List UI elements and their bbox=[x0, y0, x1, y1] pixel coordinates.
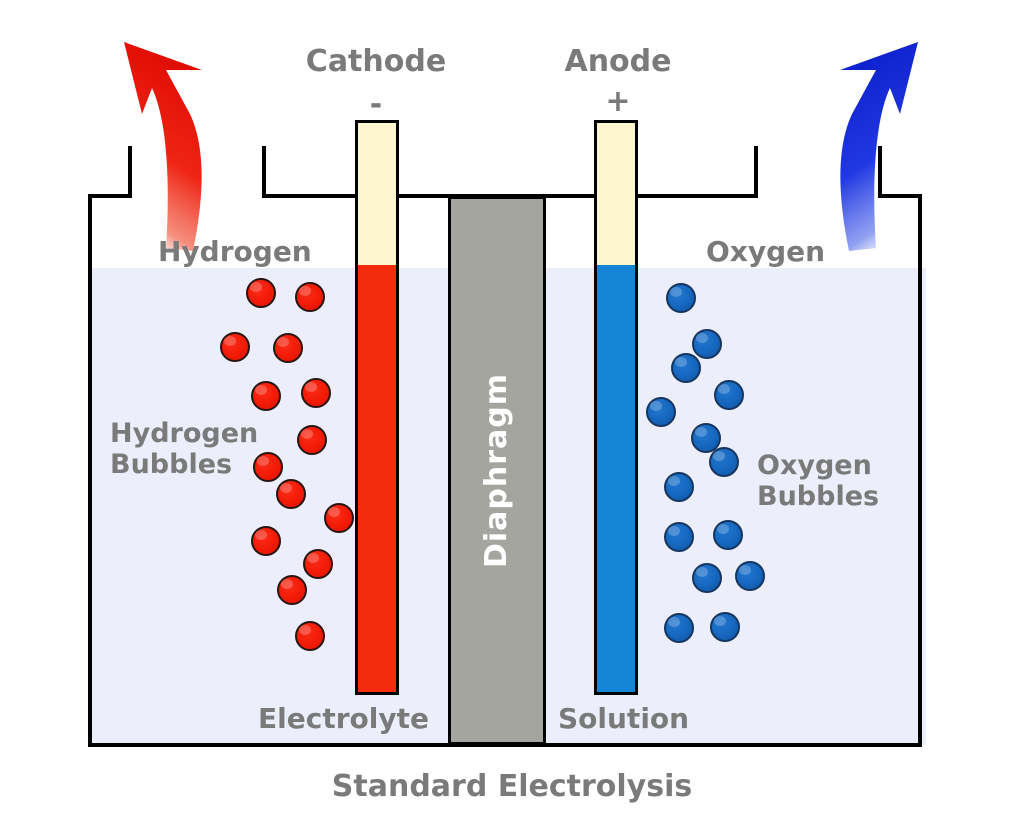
diaphragm: Diaphragm bbox=[448, 196, 546, 745]
tank-left-shelf bbox=[88, 194, 132, 198]
hydrogen-gas-label: Hydrogen bbox=[158, 235, 312, 268]
oxygen-bubbles-label: Oxygen Bubbles bbox=[757, 450, 880, 513]
tank-left-outer-wall bbox=[128, 146, 132, 198]
cathode-label: Cathode bbox=[305, 44, 447, 79]
oxygen-gas-label: Oxygen bbox=[706, 235, 826, 268]
hydrogen-bubble bbox=[246, 278, 276, 308]
oxygen-bubble bbox=[664, 522, 694, 552]
diaphragm-label: Diaphragm bbox=[479, 372, 515, 569]
cathode-submerged-section bbox=[358, 265, 396, 692]
hydrogen-bubble bbox=[273, 333, 303, 363]
solution-label: Solution bbox=[558, 702, 690, 735]
hydrogen-bubble bbox=[251, 526, 281, 556]
anode-label: Anode bbox=[564, 44, 672, 79]
hydrogen-bubble bbox=[295, 621, 325, 651]
hydrogen-bubble bbox=[253, 452, 283, 482]
anode-submerged-section bbox=[597, 265, 635, 692]
oxygen-bubble bbox=[692, 329, 722, 359]
tank-right-shelf bbox=[878, 194, 922, 198]
anode-electrode[interactable] bbox=[594, 120, 638, 695]
tank-inner-right-wall bbox=[754, 146, 758, 198]
anode-dry-section bbox=[597, 123, 635, 271]
electrolyte-label: Electrolyte bbox=[258, 702, 429, 735]
tank-bottom-wall bbox=[88, 743, 922, 747]
hydrogen-bubble bbox=[295, 282, 325, 312]
hydrogen-bubble bbox=[297, 425, 327, 455]
hydrogen-bubble bbox=[220, 332, 250, 362]
oxygen-bubble bbox=[664, 613, 694, 643]
tank-left-wall bbox=[88, 194, 92, 747]
cathode-electrode[interactable] bbox=[355, 120, 399, 695]
diagram-title: Standard Electrolysis bbox=[331, 769, 693, 804]
hydrogen-bubble bbox=[303, 549, 333, 579]
oxygen-bubble bbox=[710, 612, 740, 642]
tank-top-left-shelf bbox=[262, 194, 360, 198]
tank-inner-left-wall bbox=[262, 146, 266, 198]
hydrogen-bubble bbox=[277, 575, 307, 605]
tank-top-right-shelf bbox=[636, 194, 758, 198]
hydrogen-bubbles-label: Hydrogen Bubbles bbox=[110, 418, 259, 481]
diaphragm-label-wrap: Diaphragm bbox=[451, 199, 543, 742]
oxygen-bubble bbox=[691, 423, 721, 453]
hydrogen-outflow-arrow bbox=[124, 42, 202, 251]
hydrogen-bubble bbox=[276, 479, 306, 509]
oxygen-bubble bbox=[692, 563, 722, 593]
oxygen-bubble bbox=[713, 520, 743, 550]
oxygen-bubble bbox=[664, 472, 694, 502]
hydrogen-bubble bbox=[324, 503, 354, 533]
anode-sign: + bbox=[605, 84, 631, 119]
cathode-sign: - bbox=[369, 87, 383, 122]
oxygen-bubble bbox=[666, 283, 696, 313]
oxygen-bubble bbox=[714, 380, 744, 410]
oxygen-bubble bbox=[671, 353, 701, 383]
hydrogen-bubble bbox=[301, 378, 331, 408]
oxygen-bubble bbox=[646, 397, 676, 427]
cathode-dry-section bbox=[358, 123, 396, 271]
oxygen-bubble bbox=[735, 561, 765, 591]
tank-right-wall bbox=[918, 194, 922, 747]
oxygen-bubble bbox=[709, 447, 739, 477]
oxygen-outflow-arrow bbox=[840, 42, 918, 251]
tank-right-outer-wall bbox=[878, 146, 882, 198]
hydrogen-bubble bbox=[251, 381, 281, 411]
